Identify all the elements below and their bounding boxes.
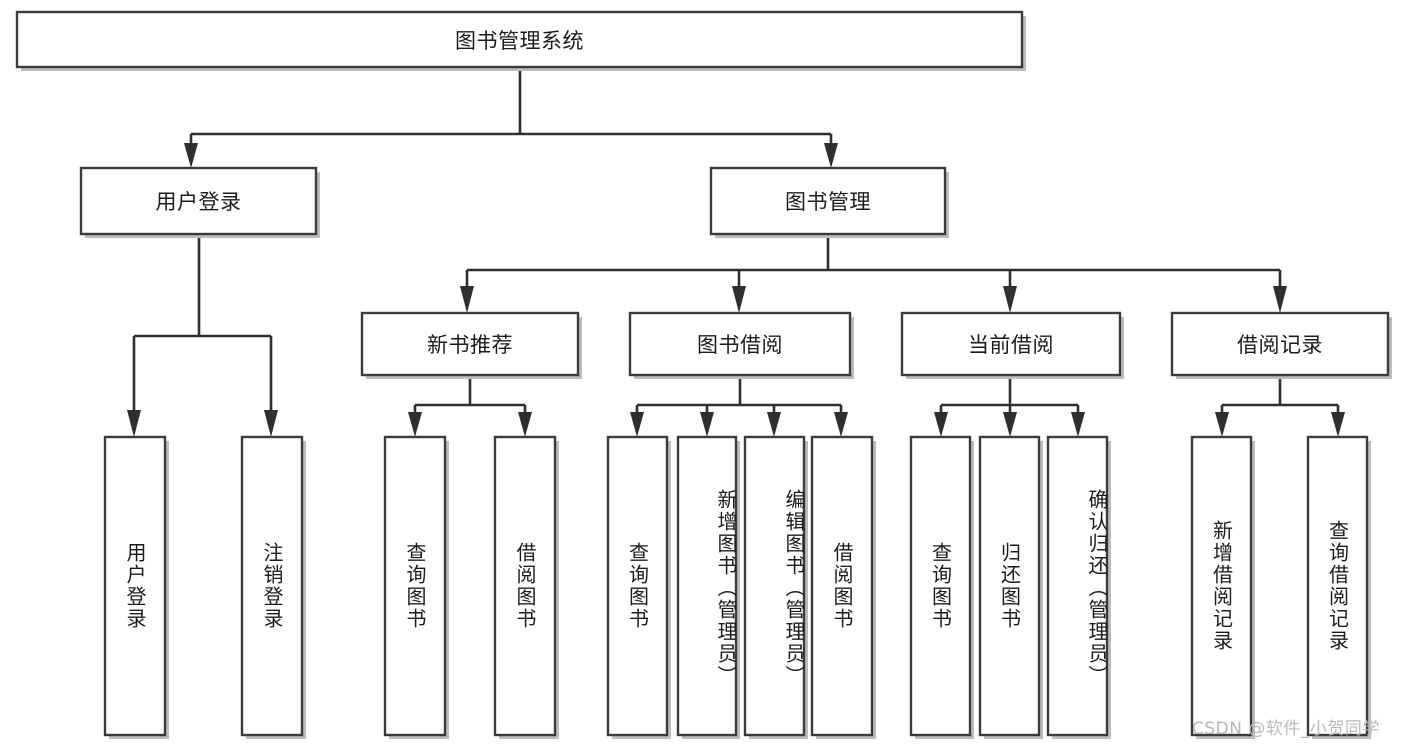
arrow-root-to-user-login	[184, 143, 198, 168]
arrow-bb-to-leaf2	[700, 412, 714, 437]
arrow-bm-to-borrow-record	[1273, 286, 1287, 313]
node-box-leaf-add-book[interactable]	[676, 435, 738, 737]
node-box-leaf-query-record[interactable]	[1306, 435, 1369, 737]
arrow-nbr-to-leaf2	[518, 412, 532, 437]
node-box-current-borrow[interactable]	[900, 311, 1122, 377]
connector-group-borrow-record	[1215, 375, 1345, 437]
node-box-leaf-edit-book[interactable]	[743, 435, 806, 737]
connector-group-book-management	[460, 234, 1287, 313]
node-box-leaf-query-book-2[interactable]	[606, 435, 669, 737]
arrow-br-to-leaf1	[1215, 412, 1229, 437]
arrow-bb-to-leaf1	[630, 412, 644, 437]
node-box-leaf-confirm-return[interactable]	[1046, 435, 1109, 737]
connector-group-user-login	[127, 234, 278, 437]
node-box-book-borrow[interactable]	[628, 311, 852, 377]
arrow-root-to-book-management	[824, 143, 838, 168]
arrow-cb-to-leaf1	[934, 412, 948, 437]
node-box-book-management[interactable]	[709, 166, 947, 236]
box-group	[15, 10, 1390, 737]
node-box-new-book-recommend[interactable]	[360, 311, 580, 377]
node-box-leaf-return-book[interactable]	[978, 435, 1041, 737]
node-box-user-login[interactable]	[79, 166, 318, 236]
arrow-cb-to-leaf2	[1003, 412, 1017, 437]
arrow-user-login-to-leaf1	[127, 410, 141, 437]
node-box-leaf-query-book-3[interactable]	[909, 435, 972, 737]
connector-group-root	[184, 67, 838, 168]
connector-group-current-borrow	[934, 375, 1085, 437]
arrow-nbr-to-leaf1	[408, 412, 422, 437]
node-box-leaf-logout-login[interactable]	[240, 435, 304, 737]
arrow-bm-to-book-borrow	[732, 286, 746, 313]
arrow-cb-to-leaf3	[1071, 412, 1085, 437]
arrow-user-login-to-leaf2	[264, 410, 278, 437]
node-box-leaf-query-book-1[interactable]	[383, 435, 447, 737]
node-box-leaf-add-record[interactable]	[1190, 435, 1253, 737]
node-box-root[interactable]	[15, 10, 1024, 69]
arrow-bm-to-current-borrow	[1003, 286, 1017, 313]
node-box-leaf-user-login[interactable]	[103, 435, 167, 737]
node-box-borrow-record[interactable]	[1170, 311, 1390, 377]
arrow-bb-to-leaf4	[834, 412, 848, 437]
arrow-bm-to-new-book-recommend	[460, 286, 474, 313]
node-box-leaf-borrow-book-2[interactable]	[810, 435, 874, 737]
connector-group-new-book-recommend	[408, 375, 532, 437]
csdn-watermark: CSDN @软件_小贺同学	[1192, 719, 1380, 739]
node-box-leaf-borrow-book-1[interactable]	[493, 435, 557, 737]
arrow-br-to-leaf2	[1331, 412, 1345, 437]
arrow-bb-to-leaf3	[767, 412, 781, 437]
connector-group-book-borrow	[630, 375, 848, 437]
